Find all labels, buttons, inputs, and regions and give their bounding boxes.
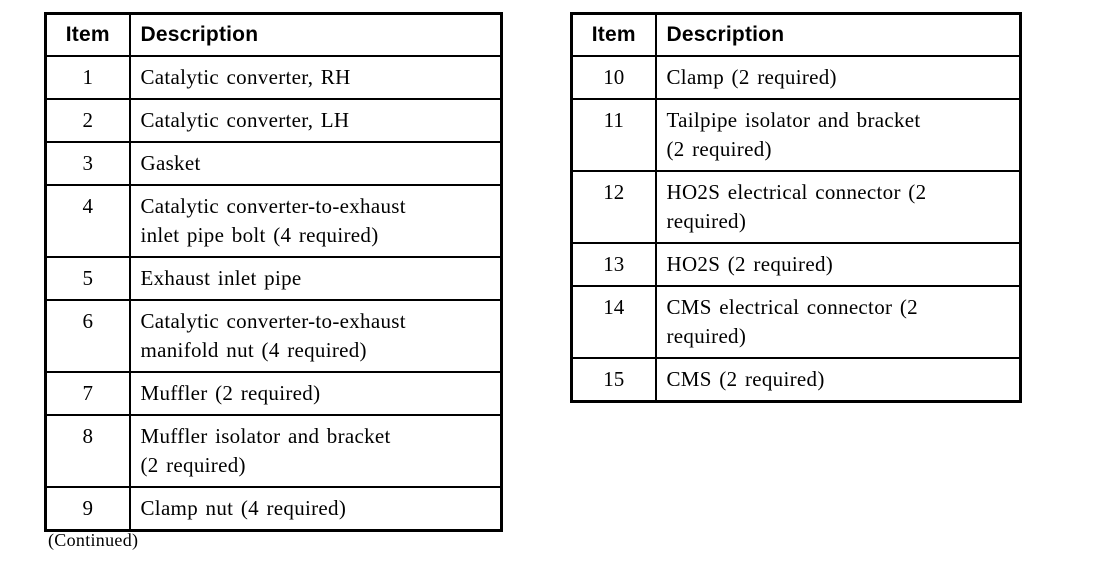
table-row: 3 Gasket	[44, 141, 503, 186]
parts-table-left: Item Description 1 Catalytic converter, …	[44, 12, 503, 532]
parts-table-right: Item Description 10 Clamp (2 required) 1…	[570, 12, 1022, 403]
item-number-cell: 12	[570, 170, 657, 244]
item-number-cell: 10	[570, 55, 657, 100]
description-cell: Catalytic converter-to-exhaust manifold …	[128, 299, 503, 373]
item-number-cell: 1	[44, 55, 131, 100]
item-number-cell: 3	[44, 141, 131, 186]
description-cell: Muffler (2 required)	[128, 371, 503, 416]
table-row: 15 CMS (2 required)	[570, 357, 1022, 403]
item-number-cell: 5	[44, 256, 131, 301]
table-row: 1 Catalytic converter, RH	[44, 55, 503, 100]
item-column-header: Item	[44, 12, 131, 57]
item-number-cell: 4	[44, 184, 131, 258]
item-number-cell: 11	[570, 98, 657, 172]
item-column-header: Item	[570, 12, 657, 57]
table-row: 10 Clamp (2 required)	[570, 55, 1022, 100]
item-number-cell: 7	[44, 371, 131, 416]
description-cell: Clamp nut (4 required)	[128, 486, 503, 532]
description-column-header: Description	[654, 12, 1022, 57]
continued-note: (Continued)	[48, 530, 139, 550]
table-row: 4 Catalytic converter-to-exhaust inlet p…	[44, 184, 503, 258]
item-number-cell: 13	[570, 242, 657, 287]
table-row: 8 Muffler isolator and bracket (2 requir…	[44, 414, 503, 488]
item-number-cell: 8	[44, 414, 131, 488]
description-cell: Tailpipe isolator and bracket (2 require…	[654, 98, 1022, 172]
description-cell: CMS electrical connector (2 required)	[654, 285, 1022, 359]
item-number-cell: 6	[44, 299, 131, 373]
table-row: 11 Tailpipe isolator and bracket (2 requ…	[570, 98, 1022, 172]
table-row: 2 Catalytic converter, LH	[44, 98, 503, 143]
description-cell: Clamp (2 required)	[654, 55, 1022, 100]
item-number-cell: 14	[570, 285, 657, 359]
table-row: 13 HO2S (2 required)	[570, 242, 1022, 287]
table-header-row: Item Description	[44, 12, 503, 57]
item-number-cell: 2	[44, 98, 131, 143]
table-row: 7 Muffler (2 required)	[44, 371, 503, 416]
table-row: 6 Catalytic converter-to-exhaust manifol…	[44, 299, 503, 373]
table-row: 12 HO2S electrical connector (2 required…	[570, 170, 1022, 244]
description-cell: HO2S (2 required)	[654, 242, 1022, 287]
table-row: 14 CMS electrical connector (2 required)	[570, 285, 1022, 359]
description-cell: Catalytic converter-to-exhaust inlet pip…	[128, 184, 503, 258]
item-number-cell: 9	[44, 486, 131, 532]
table-header-row: Item Description	[570, 12, 1022, 57]
table-row: 9 Clamp nut (4 required)	[44, 486, 503, 532]
description-cell: Catalytic converter, RH	[128, 55, 503, 100]
table-row: 5 Exhaust inlet pipe	[44, 256, 503, 301]
description-cell: CMS (2 required)	[654, 357, 1022, 403]
description-cell: HO2S electrical connector (2 required)	[654, 170, 1022, 244]
description-cell: Exhaust inlet pipe	[128, 256, 503, 301]
description-cell: Catalytic converter, LH	[128, 98, 503, 143]
item-number-cell: 15	[570, 357, 657, 403]
description-cell: Muffler isolator and bracket (2 required…	[128, 414, 503, 488]
description-column-header: Description	[128, 12, 503, 57]
description-cell: Gasket	[128, 141, 503, 186]
